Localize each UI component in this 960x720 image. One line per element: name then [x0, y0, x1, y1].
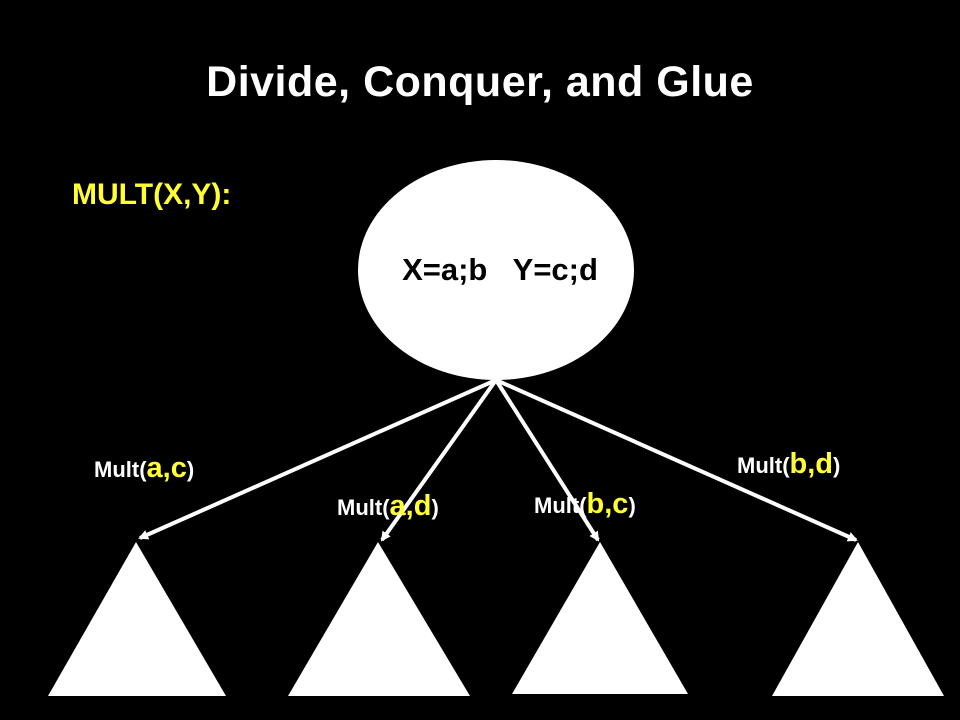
call-suffix: ) — [628, 493, 636, 518]
slide-title: Divide, Conquer, and Glue — [206, 58, 754, 106]
call-label-3: Mult(b,c) — [534, 488, 636, 521]
subtree-2 — [288, 542, 470, 696]
call-args: b,d — [789, 448, 834, 480]
subtree-3 — [512, 542, 688, 694]
call-label-4: Mult(b,d) — [737, 448, 840, 481]
function-label: MULT(X,Y): — [72, 178, 232, 211]
call-prefix: Mult( — [534, 493, 587, 518]
root-node — [358, 160, 634, 380]
arrow-to-subtree-2 — [380, 378, 498, 542]
arrow-to-subtree-1 — [138, 378, 497, 540]
call-suffix: ) — [431, 495, 439, 520]
arrow-to-subtree-3 — [494, 378, 600, 542]
call-label-1: Mult(a,c) — [94, 452, 194, 485]
call-label-2: Mult(a,d) — [337, 490, 439, 523]
call-prefix: Mult( — [94, 457, 147, 482]
subtree-1 — [48, 542, 226, 696]
call-prefix: Mult( — [737, 453, 790, 478]
root-node-label: X=a;b Y=c;d — [402, 252, 598, 287]
call-args: a,d — [389, 490, 432, 522]
subtree-4 — [772, 542, 944, 696]
call-suffix: ) — [833, 453, 841, 478]
arrow-to-subtree-4 — [495, 378, 858, 542]
call-suffix: ) — [186, 457, 195, 482]
call-args: b,c — [586, 488, 629, 520]
call-prefix: Mult( — [337, 495, 390, 520]
call-args: a,c — [146, 452, 187, 484]
